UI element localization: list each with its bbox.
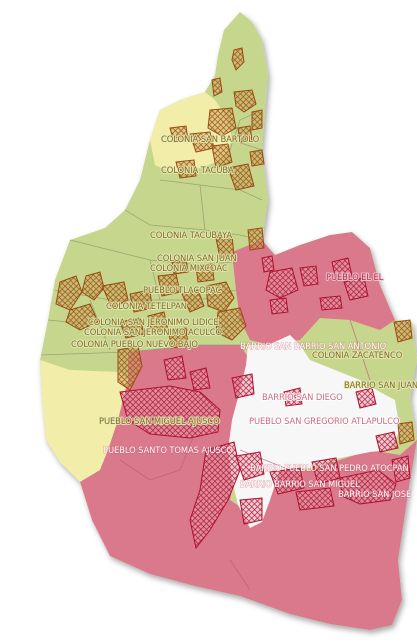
label-barrio-san-diego[interactable]: BARRIO SAN DIEGO bbox=[261, 391, 344, 403]
hatched-areas-brown[interactable] bbox=[55, 47, 415, 445]
label-colonia-tacubaya[interactable]: COLONIA TACUBAYA bbox=[149, 229, 233, 241]
label-barrio-san-juan[interactable]: BARRIO SAN JUAN bbox=[343, 379, 417, 391]
label-colonia-tetelpan[interactable]: COLONIA TETELPAN bbox=[105, 300, 188, 312]
label-colonia-san-jeronimo-lidice[interactable]: COLONIA SAN JERONIMO LIDICE bbox=[87, 316, 220, 328]
label-colonia-tacuba[interactable]: COLONIA TACUBA bbox=[160, 164, 235, 176]
label-barrio-san-barrio-san-antonio[interactable]: BARRIO SAN BARRIO SAN ANTONIO bbox=[239, 340, 387, 351]
label-barrio-pueblo-san-pedro-atocpan[interactable]: BARRIO PUEBLO SAN PEDRO ATOCPAN bbox=[249, 462, 409, 473]
place-labels: COLONIA SAN BARTOLO COLONIA TACUBA COLON… bbox=[70, 133, 417, 500]
label-colonia-mixcoac[interactable]: COLONIA MIXCOAC bbox=[149, 262, 229, 274]
label-barrio-barrio-san-miguel[interactable]: BARRIO BARRIO SAN MIGUEL bbox=[239, 478, 360, 489]
label-colonia-san-jeronimo-aculco[interactable]: COLONIA SAN JERONIMO ACULCO bbox=[83, 326, 224, 338]
label-pueblo-tlacopac[interactable]: PUEBLO TLACOPAC bbox=[142, 284, 223, 296]
label-colonia-san-bartolo[interactable]: COLONIA SAN BARTOLO bbox=[160, 133, 261, 145]
label-colonia-zacatenco[interactable]: COLONIA ZACATENCO bbox=[311, 349, 404, 361]
region-yellow-southwest[interactable] bbox=[40, 360, 128, 482]
label-pueblo-santo-tomas-ajusco[interactable]: PUEBLO SANTO TOMAS AJUSCO bbox=[102, 444, 234, 455]
label-colonia-pueblo-nuevo-bajo[interactable]: COLONIA PUEBLO NUEVO BAJO bbox=[70, 338, 200, 350]
region-white-central[interactable] bbox=[228, 335, 400, 528]
label-barrio-san-jose[interactable]: BARRIO SAN JOSE bbox=[337, 488, 411, 499]
label-pueblo-san-gregorio-atlapulco[interactable]: PUEBLO SAN GREGORIO ATLAPULCO bbox=[248, 415, 401, 427]
label-colonia-san-juan[interactable]: COLONIA SAN JUAN bbox=[156, 252, 238, 264]
label-pueblo-san-miguel-ajusco[interactable]: PUEBLO SAN MIGUEL AJUSCO bbox=[98, 415, 221, 427]
label-pueblo-el-el[interactable]: PUEBLO EL EL bbox=[325, 271, 385, 283]
hatched-areas-red[interactable] bbox=[119, 255, 411, 550]
pink-borders bbox=[119, 319, 371, 591]
